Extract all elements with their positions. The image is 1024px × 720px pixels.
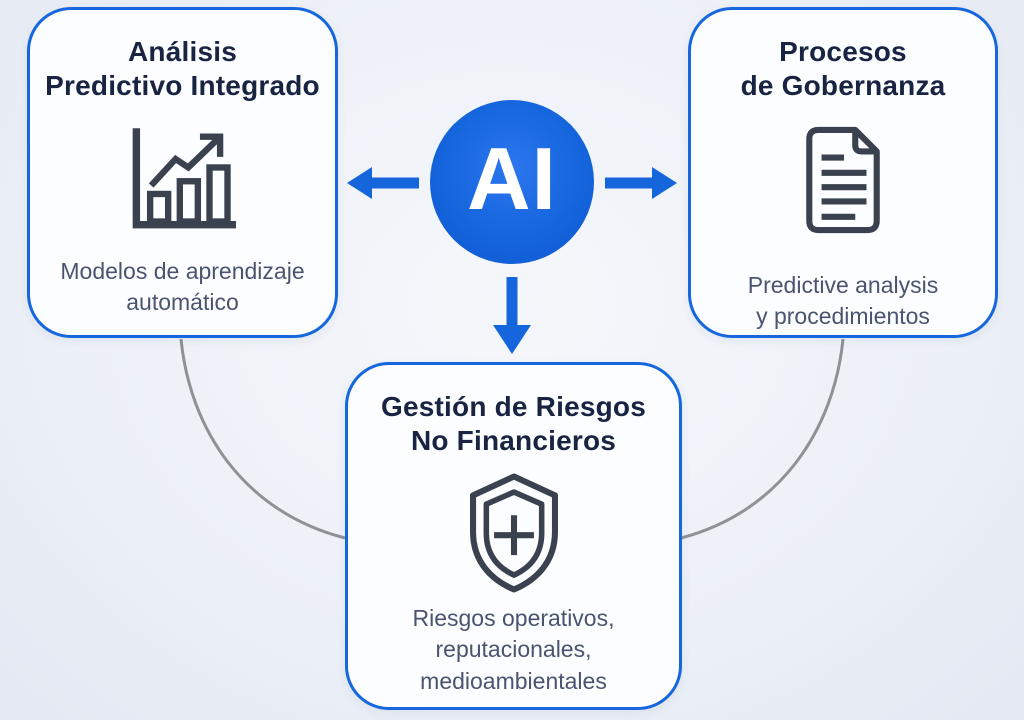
card-title: Gestión de Riesgos No Financieros	[381, 391, 646, 456]
card-predictive-analysis: Análisis Predictivo Integrado Modelos de…	[27, 7, 338, 338]
document-icon	[796, 124, 890, 236]
card-subtitle: Predictive analysis y procedimientos	[747, 272, 939, 330]
arrow-right-icon	[605, 167, 677, 199]
card-governance: Procesos de Gobernanza Predictive analys…	[688, 7, 998, 338]
ai-node: AI	[430, 100, 594, 264]
connector-right-curve	[680, 338, 845, 540]
card-risk-management: Gestión de Riesgos No Financieros Riesgo…	[345, 362, 682, 710]
connector-left-curve	[179, 338, 346, 540]
arrow-down-icon	[493, 277, 531, 354]
card-subtitle: Modelos de aprendizaje automático	[60, 258, 305, 316]
card-title: Procesos de Gobernanza	[740, 36, 946, 101]
card-title: Análisis Predictivo Integrado	[45, 36, 320, 101]
card-subtitle: Riesgos operativos, reputacionales, medi…	[412, 605, 615, 694]
arrow-left-icon	[347, 167, 419, 199]
shield-plus-icon	[458, 471, 570, 595]
bar-chart-growth-icon	[130, 124, 236, 230]
ai-label: AI	[467, 129, 557, 228]
